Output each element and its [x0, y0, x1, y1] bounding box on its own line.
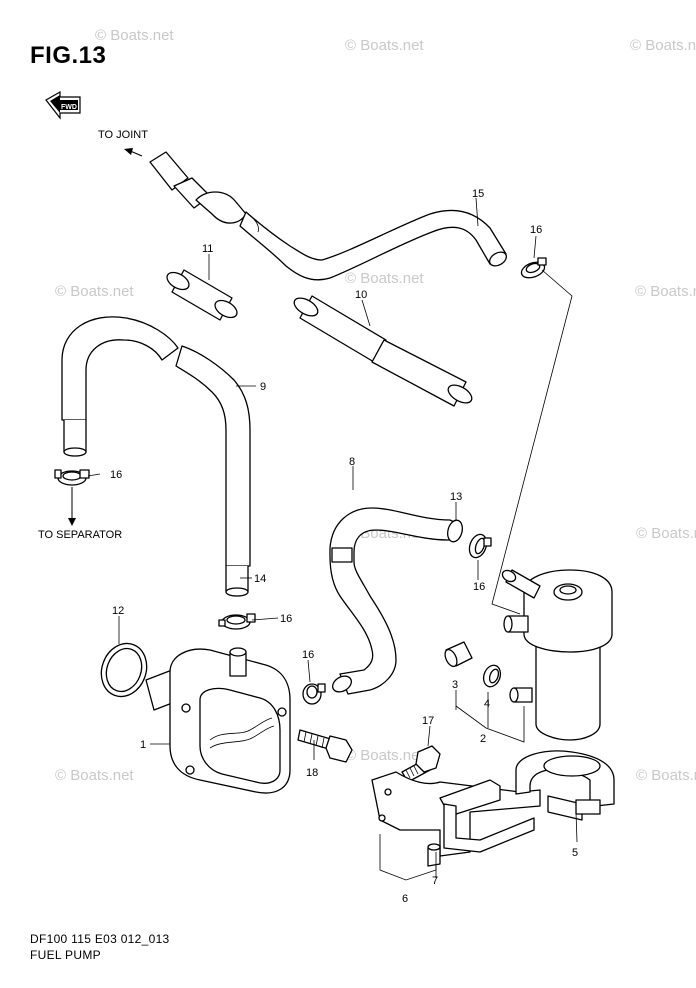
watermark: © Boats.net	[630, 37, 696, 54]
drawing-name: FUEL PUMP	[30, 948, 101, 962]
callout-15: 15	[472, 188, 484, 200]
bolt-18	[297, 729, 353, 763]
arrow-down-icon	[68, 487, 76, 526]
callout-16: 16	[473, 581, 485, 593]
arrow-left-icon	[124, 148, 143, 157]
callout-5: 5	[572, 847, 578, 859]
callout-18: 18	[306, 767, 318, 779]
to-separator-label: TO SEPARATOR	[38, 529, 122, 541]
nut-7	[427, 843, 441, 867]
callout-14: 14	[254, 573, 266, 585]
callout-11: 11	[202, 243, 213, 255]
hose-clamp-16	[520, 257, 547, 279]
callout-6: 6	[402, 893, 408, 905]
callout-16: 16	[302, 649, 314, 661]
callout-2: 2	[480, 733, 486, 745]
hose-clamp-16	[468, 533, 492, 559]
watermark: © Boats.net	[55, 283, 134, 300]
callout-9: 9	[260, 381, 266, 393]
callout-1: 1	[140, 739, 146, 751]
nipple-3	[444, 641, 473, 668]
forward-arrow-icon: FWD	[45, 90, 81, 120]
callouts: 15 16 11 10 9 16 8 13 16 14 16 12 1 16 1…	[110, 188, 578, 905]
callout-12: 12	[112, 605, 124, 617]
hose-clamp-16	[302, 683, 326, 705]
drawing-code: DF100 115 E03 012_013	[30, 932, 170, 946]
watermark: © Boats.net	[635, 283, 696, 300]
hose-9	[61, 316, 251, 597]
filter-clamp-5	[515, 750, 615, 821]
callout-7: 7	[432, 875, 438, 887]
hose-15	[149, 151, 508, 281]
callout-10: 10	[355, 289, 367, 301]
watermark: © Boats.net	[345, 747, 424, 764]
sleeve-11	[166, 269, 238, 321]
o-ring-12	[100, 642, 148, 698]
hose-8	[329, 507, 463, 695]
watermark: © Boats.net	[636, 767, 696, 784]
hose-clamp-4	[482, 664, 502, 688]
watermark: © Boats.net	[636, 525, 696, 542]
to-joint-label: TO JOINT	[98, 129, 148, 141]
bolt-17	[401, 745, 441, 783]
forward-badge-label: FWD	[61, 104, 77, 111]
figure-title: FIG.13	[30, 42, 107, 69]
callout-17: 17	[422, 715, 434, 727]
watermark: © Boats.net	[345, 270, 424, 287]
callout-8: 8	[349, 456, 355, 468]
hose-clamp-16	[218, 613, 256, 630]
callout-3: 3	[452, 679, 458, 691]
callout-16: 16	[530, 224, 542, 236]
fuel-pump-1	[145, 647, 291, 794]
watermark: © Boats.net	[345, 37, 424, 54]
callout-16: 16	[280, 613, 292, 625]
callout-16: 16	[110, 469, 122, 481]
watermark: © Boats.net	[55, 767, 134, 784]
callout-4: 4	[484, 698, 490, 710]
watermark: © Boats.net	[95, 27, 174, 44]
callout-13: 13	[450, 491, 462, 503]
bracket-6	[371, 771, 541, 857]
leader-lines	[87, 197, 578, 881]
fuel-filter-2	[501, 569, 613, 741]
hose-clamp-16	[54, 469, 90, 486]
hose-10	[293, 295, 473, 407]
